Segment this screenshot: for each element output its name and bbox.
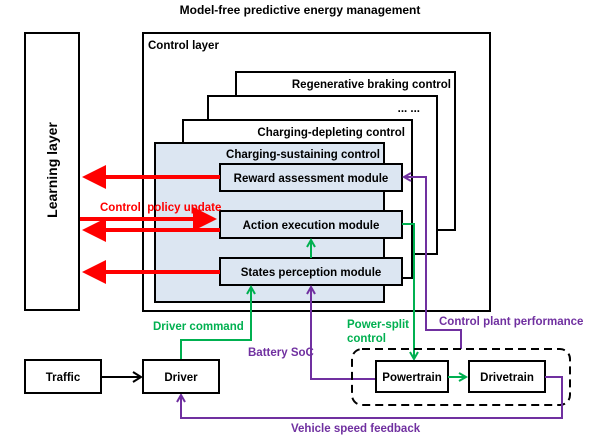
control-plant-performance-label: Control plant performance (439, 316, 583, 328)
powertrain-label: Powertrain (382, 372, 441, 384)
vehicle-plant-group (351, 348, 571, 406)
vehicle-speed-feedback-label: Vehicle speed feedback (291, 423, 421, 435)
control-layer-label: Control layer (148, 40, 219, 52)
drivetrain-box (468, 360, 546, 393)
driver-box (142, 359, 220, 394)
vehicle-speed-feedback-arrow (181, 376, 563, 419)
driver-label: Driver (164, 372, 198, 384)
learning-layer-box (24, 32, 80, 311)
learning-layer-label: Learning layer (44, 122, 60, 218)
driver-command-arrow (180, 287, 251, 360)
power-split-control-arrow (402, 223, 414, 359)
power-split-label-line2: control (347, 333, 386, 345)
power-split-label-line1: Power-split (347, 319, 409, 331)
battery-soc-label: Battery SoC (248, 347, 314, 359)
driver-command-label: Driver command (153, 321, 244, 333)
control-policy-update-label: Control policy update (100, 202, 221, 214)
traffic-label: Traffic (46, 372, 81, 384)
regenerative-braking-control-label: Regenerative braking control (292, 79, 451, 91)
action-execution-module-label: Action execution module (243, 220, 380, 232)
diagram-title: Model-free predictive energy management (180, 3, 421, 17)
action-execution-module (219, 210, 403, 239)
reward-assessment-module-label: Reward assessment module (234, 173, 389, 185)
charging-depleting-control-label: Charging-depleting control (257, 127, 405, 139)
charging-sustaining-control-label: Charging-sustaining control (226, 149, 380, 161)
battery-soc-arrow (311, 287, 376, 380)
control-plant-performance-arrow (404, 177, 462, 349)
drivetrain-label: Drivetrain (480, 372, 534, 384)
states-perception-module-label: States perception module (241, 267, 382, 279)
ellipsis-control-label: ... ... (398, 103, 420, 115)
reward-assessment-module (219, 163, 403, 192)
powertrain-box (375, 360, 449, 393)
